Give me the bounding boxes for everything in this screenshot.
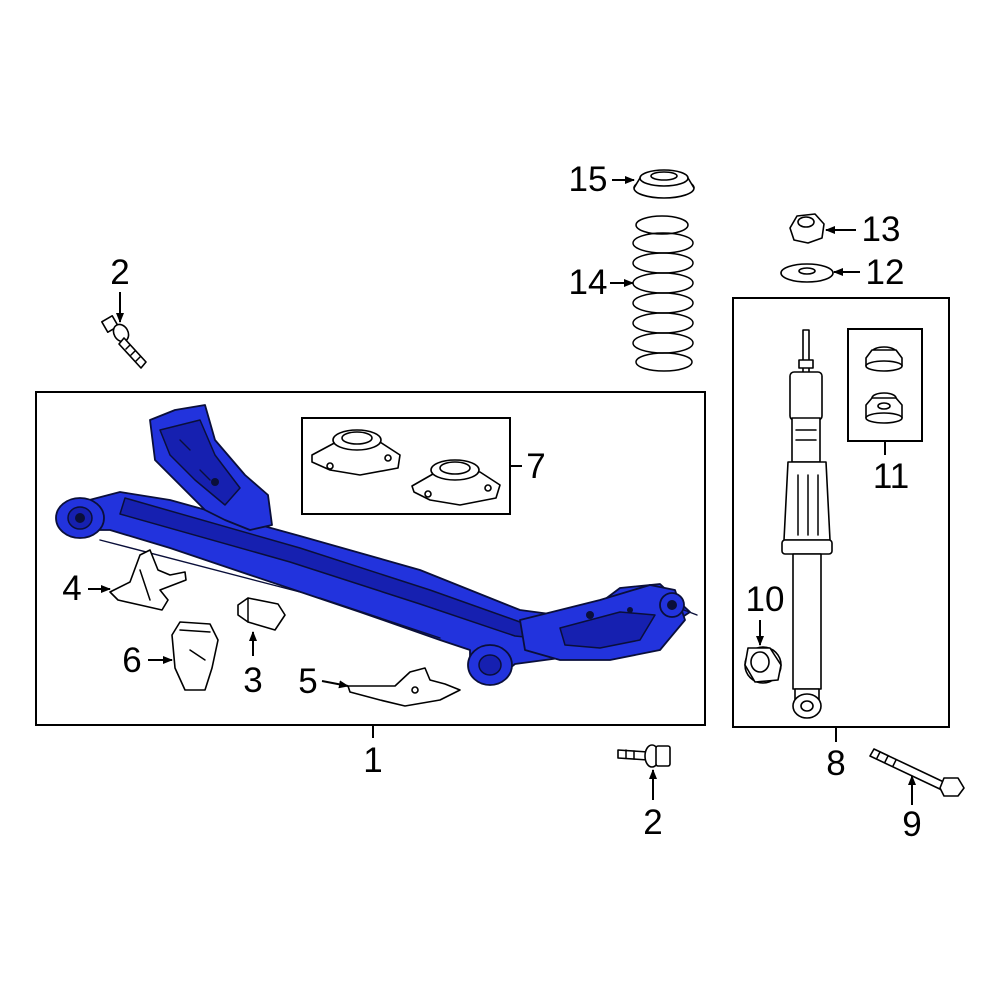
spring-insulator-part-15[interactable] [633, 169, 695, 199]
shock-absorber-part-8[interactable] [781, 329, 833, 719]
rear-axle-beam[interactable] [55, 404, 698, 686]
callout-8[interactable]: 8 [826, 744, 845, 783]
axle-assembly-frame [35, 391, 706, 726]
callout-5-leader [321, 680, 349, 689]
shock-absorber-frame [732, 297, 950, 728]
callout-14[interactable]: 14 [569, 263, 608, 302]
bushing-part-10[interactable] [744, 646, 782, 684]
bracket-part-6[interactable] [171, 621, 219, 691]
callout-10[interactable]: 10 [746, 580, 785, 619]
callout-2-lower[interactable]: 2 [643, 803, 662, 842]
bracket-part-5[interactable] [347, 667, 461, 707]
mount-bushing-frame [847, 328, 923, 442]
bolt-part-2-upper[interactable] [101, 315, 147, 369]
callout-3[interactable]: 3 [243, 661, 262, 700]
bolt-part-9[interactable] [869, 748, 965, 797]
callout-7[interactable]: 7 [526, 447, 545, 486]
callout-13[interactable]: 13 [862, 210, 901, 249]
washer-part-12[interactable] [780, 263, 834, 283]
coil-spring-part-14[interactable] [632, 215, 694, 372]
spring-seat-right[interactable] [411, 459, 501, 506]
callout-2-upper[interactable]: 2 [110, 253, 129, 292]
bump-stop-part-3[interactable] [237, 597, 286, 631]
callout-9[interactable]: 9 [902, 805, 921, 844]
callout-11[interactable]: 11 [873, 457, 909, 496]
callout-1[interactable]: 1 [363, 741, 382, 780]
mount-bushing-upper[interactable] [865, 346, 903, 372]
bolt-part-2-lower[interactable] [617, 744, 671, 768]
callout-6[interactable]: 6 [122, 641, 141, 680]
spring-seat-left[interactable] [311, 429, 401, 476]
mount-bushing-lower[interactable] [865, 392, 903, 424]
bracket-part-4[interactable] [109, 549, 187, 611]
callout-12[interactable]: 12 [866, 253, 905, 292]
callout-4[interactable]: 4 [62, 569, 81, 608]
nut-part-13[interactable] [789, 213, 825, 244]
callout-5[interactable]: 5 [298, 662, 317, 701]
callout-15[interactable]: 15 [569, 160, 608, 199]
